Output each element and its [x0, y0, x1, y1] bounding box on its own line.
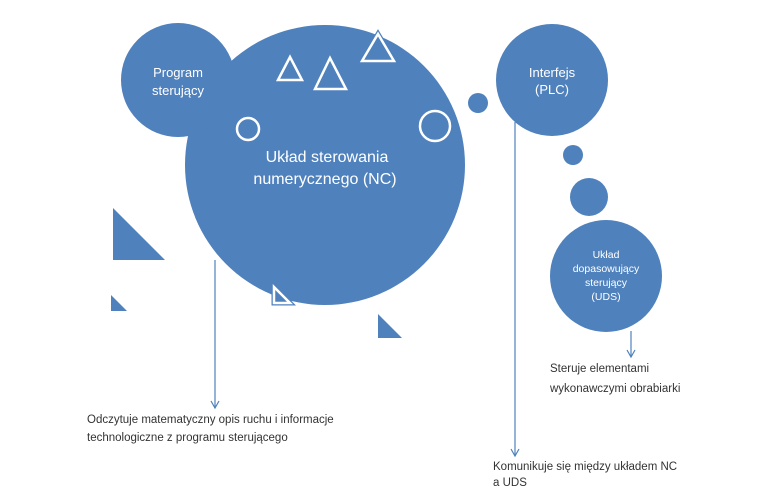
- nc-arrow: [210, 260, 220, 410]
- connector-dot-1: [468, 93, 488, 113]
- plc-arrow: [510, 122, 520, 458]
- nc-label-line-2: numerycznego (NC): [253, 171, 396, 188]
- plc-label-line-1: Interfejs: [529, 65, 576, 80]
- nc-note-line-2: technologiczne z programu sterującego: [87, 432, 288, 444]
- decor-outline-triangle-3: [359, 31, 397, 63]
- uds-note-line-2: wykonawczymi obrabiarki: [549, 383, 680, 395]
- plc-note-line-1: Komunikuje się między układem NC: [493, 461, 677, 473]
- nc-circle: [185, 25, 465, 305]
- plc-circle: [496, 24, 608, 136]
- decor-triangle-left-large: [113, 208, 165, 260]
- uds-label-line-3: sterujący: [585, 277, 628, 289]
- decor-outline-triangle-2: [313, 55, 349, 91]
- decor-triangle-left-small: [111, 295, 127, 311]
- uds-label-line-1: Układ: [593, 249, 620, 261]
- decor-outline-triangle-1: [275, 54, 305, 82]
- program-circle: [121, 23, 235, 137]
- decor-outline-circle-1: [235, 116, 261, 142]
- program-label-line-1: Program: [153, 65, 203, 80]
- uds-circle: [550, 220, 662, 332]
- uds-note-line-1: Steruje elementami: [550, 363, 649, 375]
- decor-outline-circle-2: [418, 109, 452, 143]
- connector-dot-3: [570, 178, 608, 216]
- nc-note-line-1: Odczytuje matematyczny opis ruchu i info…: [87, 414, 334, 426]
- plc-arrow-head: [510, 448, 520, 458]
- decor-outline-triangles: [271, 29, 399, 306]
- uds-label-line-4: (UDS): [591, 291, 620, 303]
- plc-label-line-2: (PLC): [535, 82, 569, 97]
- decor-outline-triangle-4: [272, 283, 294, 305]
- uds-arrow: [626, 331, 636, 359]
- program-label-line-2: sterujący: [152, 83, 205, 98]
- nc-label-line-1: Układ sterowania: [266, 149, 389, 166]
- plc-note-line-2: a UDS: [493, 477, 527, 489]
- uds-label-line-2: dopasowujący: [573, 263, 640, 275]
- connector-dot-2: [563, 145, 583, 165]
- uds-arrow-head: [626, 349, 636, 359]
- nc-arrow-head: [210, 400, 220, 410]
- decor-triangle-bottom: [378, 314, 402, 338]
